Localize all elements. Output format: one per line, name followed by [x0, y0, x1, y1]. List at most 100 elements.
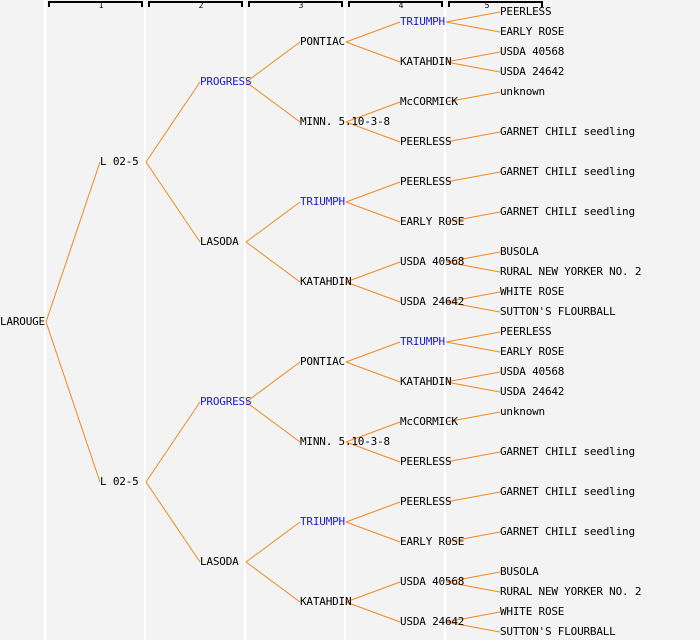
- ancestor-node: EARLY ROSE: [500, 345, 565, 358]
- parent-link-line: [245, 41, 301, 83]
- parent-link-line: [245, 361, 301, 403]
- column-separator: [244, 0, 246, 640]
- column-separator: [144, 0, 146, 640]
- ancestor-node: PONTIAC: [300, 355, 345, 368]
- parent-link-line: [445, 571, 501, 583]
- ancestor-node: PEERLESS: [400, 455, 452, 468]
- parent-link-line: [445, 251, 501, 263]
- ancestor-node: BUSOLA: [500, 565, 539, 578]
- parent-link-line: [245, 521, 301, 563]
- ancestor-node[interactable]: PROGRESS: [200, 395, 252, 408]
- parent-link-line: [345, 121, 401, 143]
- parent-link-line: [45, 161, 101, 323]
- ancestor-node: LASODA: [200, 235, 239, 248]
- ancestor-node[interactable]: TRIUMPH: [400, 335, 445, 348]
- ancestor-node: BUSOLA: [500, 245, 539, 258]
- generation-bracket: [48, 1, 143, 7]
- ancestor-node[interactable]: TRIUMPH: [300, 515, 345, 528]
- parent-link-line: [445, 131, 501, 143]
- ancestor-node: unknown: [500, 85, 545, 98]
- parent-link-line: [445, 261, 501, 273]
- ancestor-node: GARNET CHILI seedling: [500, 525, 635, 538]
- generation-label: 2: [198, 1, 204, 10]
- ancestor-node: USDA 40568: [400, 575, 465, 588]
- ancestor-node: USDA 24642: [500, 65, 565, 78]
- ancestor-node: USDA 24642: [400, 295, 465, 308]
- ancestor-node: PEERLESS: [400, 135, 452, 148]
- parent-link-line: [445, 21, 501, 33]
- ancestor-node: GARNET CHILI seedling: [500, 205, 635, 218]
- parent-link-line: [145, 81, 201, 163]
- parent-link-line: [345, 261, 401, 283]
- ancestor-node: WHITE ROSE: [500, 605, 565, 618]
- ancestor-node: RURAL NEW YORKER NO. 2: [500, 265, 642, 278]
- parent-link-line: [445, 51, 501, 63]
- ancestor-node: USDA 40568: [500, 365, 565, 378]
- ancestor-node: unknown: [500, 405, 545, 418]
- ancestor-node: PEERLESS: [500, 5, 552, 18]
- parent-link-line: [245, 81, 301, 123]
- parent-link-line: [245, 241, 301, 283]
- ancestor-node: EARLY ROSE: [500, 25, 565, 38]
- ancestor-node: KATAHDIN: [400, 55, 452, 68]
- generation-bracket: [448, 1, 543, 7]
- ancestor-node: GARNET CHILI seedling: [500, 445, 635, 458]
- parent-link-line: [345, 101, 401, 123]
- parent-link-line: [445, 411, 501, 423]
- ancestor-node: SUTTON'S FLOURBALL: [500, 305, 616, 318]
- parent-link-line: [445, 581, 501, 593]
- parent-link-line: [445, 301, 501, 313]
- parent-link-line: [345, 601, 401, 623]
- ancestor-node: USDA 24642: [500, 385, 565, 398]
- parent-link-line: [345, 21, 401, 43]
- parent-link-line: [345, 521, 401, 543]
- parent-link-line: [445, 171, 501, 183]
- ancestor-node: GARNET CHILI seedling: [500, 485, 635, 498]
- parent-link-line: [245, 401, 301, 443]
- ancestor-node[interactable]: TRIUMPH: [400, 15, 445, 28]
- parent-link-line: [345, 281, 401, 303]
- ancestor-node: PONTIAC: [300, 35, 345, 48]
- column-separator: [344, 0, 346, 640]
- parent-link-line: [445, 371, 501, 383]
- parent-link-line: [445, 531, 501, 543]
- generation-label: 1: [98, 1, 104, 10]
- generation-bracket: [148, 1, 243, 7]
- parent-link-line: [445, 11, 501, 23]
- parent-link-line: [345, 181, 401, 203]
- generation-bracket: [248, 1, 343, 7]
- parent-link-line: [245, 201, 301, 243]
- generation-bracket: [348, 1, 443, 7]
- ancestor-node: KATAHDIN: [300, 595, 352, 608]
- ancestor-node: KATAHDIN: [400, 375, 452, 388]
- ancestor-node[interactable]: TRIUMPH: [300, 195, 345, 208]
- parent-link-line: [345, 441, 401, 463]
- parent-link-line: [345, 501, 401, 523]
- ancestor-node: USDA 40568: [400, 255, 465, 268]
- parent-link-line: [445, 211, 501, 223]
- parent-link-line: [345, 41, 401, 63]
- parent-link-line: [245, 561, 301, 603]
- parent-link-line: [445, 291, 501, 303]
- ancestor-node: EARLY ROSE: [400, 535, 465, 548]
- generation-label: 3: [298, 1, 304, 10]
- ancestor-node: MINN. 5.10-3-8: [300, 435, 390, 448]
- ancestor-node: GARNET CHILI seedling: [500, 125, 635, 138]
- column-separator: [444, 0, 446, 640]
- generation-label: 5: [484, 1, 490, 10]
- column-separator: [44, 0, 46, 640]
- parent-link-line: [445, 331, 501, 343]
- parent-link-line: [45, 321, 101, 483]
- ancestor-node: McCORMICK: [400, 95, 458, 108]
- parent-link-line: [145, 481, 201, 563]
- ancestor-node: RURAL NEW YORKER NO. 2: [500, 585, 642, 598]
- parent-link-line: [345, 421, 401, 443]
- ancestor-node: L 02-5: [100, 475, 139, 488]
- parent-link-line: [445, 91, 501, 103]
- ancestor-node[interactable]: PROGRESS: [200, 75, 252, 88]
- generation-label: 4: [398, 1, 404, 10]
- parent-link-line: [445, 621, 501, 633]
- parent-link-line: [345, 341, 401, 363]
